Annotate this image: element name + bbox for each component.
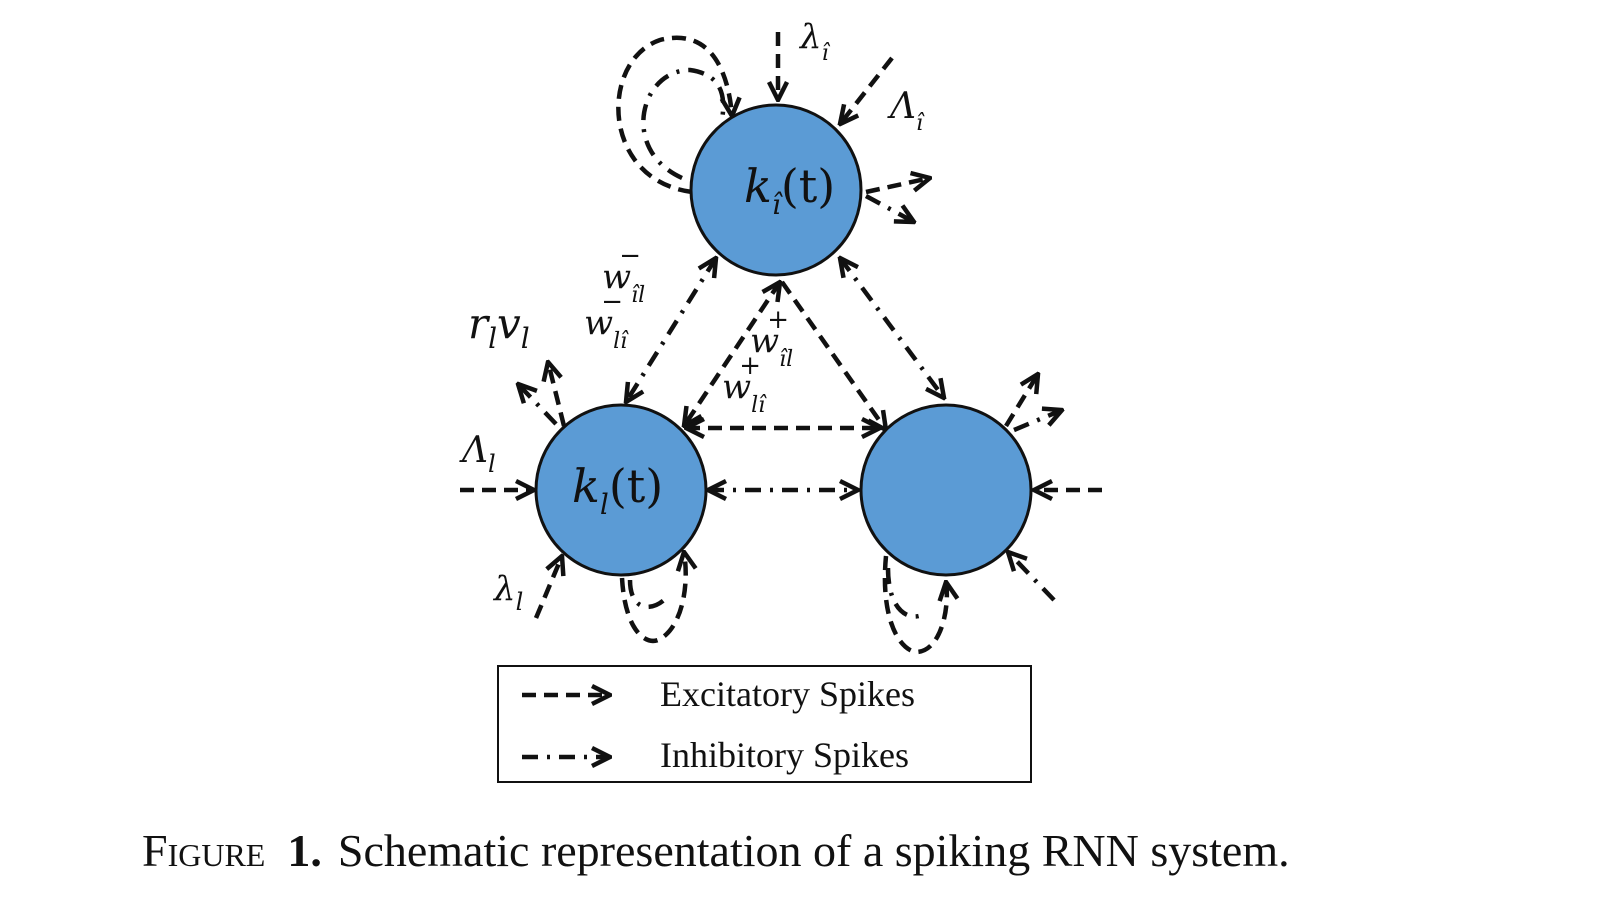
left-self-loop-excitatory (619, 552, 686, 644)
caption-number: 1. (287, 825, 322, 876)
left-output-excitatory (548, 362, 567, 427)
right-self-loop-excitatory (882, 555, 947, 655)
left-node-label: kl(t) (572, 459, 663, 521)
edge-top-right-inhibitory (840, 258, 944, 398)
w-plus-l-hat-label: wlî+ (722, 351, 767, 418)
Lambda-hat-label: Λî (887, 86, 925, 136)
top-self-loop-inhibitory (641, 67, 726, 181)
w-minus-hat-l-label: wîl− (602, 241, 645, 308)
left-self-loop-inhibitory (627, 579, 666, 610)
Lambda-l-label: Λl (459, 430, 496, 478)
top-neuron-node (689, 103, 863, 277)
right-self-loop-inhibitory (885, 567, 926, 619)
figure-caption: Figure 1. Schematic representation of a sp… (142, 825, 1290, 876)
right-output-excitatory (1004, 374, 1038, 428)
caption-text: Schematic representation of a spiking RN… (338, 825, 1290, 876)
legend-box (497, 665, 1032, 783)
lambda-hat-label: λî (798, 17, 831, 66)
edge-top-left-excitatory (684, 282, 780, 426)
right-neuron-node (859, 403, 1033, 577)
top-node-label: kî(t) (744, 159, 835, 221)
caption-prefix: Figure (142, 825, 265, 876)
w-minus-l-hat-label: wlî− (584, 287, 629, 354)
edge-top-left-inhibitory (626, 258, 716, 402)
left-neuron-node (534, 403, 708, 577)
legend: Excitatory Spikes Inhibitory Spikes (497, 665, 1032, 783)
right-output-inhibitory (1013, 410, 1062, 433)
lambda-l-label: λl (492, 569, 523, 616)
left-lambda-input (533, 556, 562, 619)
legend-excitatory-label: Excitatory Spikes (660, 674, 915, 714)
top-output-inhibitory (864, 194, 914, 222)
left-output-inhibitory (518, 384, 558, 426)
top-output-excitatory (865, 178, 930, 195)
edge-top-right-excitatory (780, 280, 886, 430)
top-Lambda-input (840, 56, 894, 124)
top-self-loop-excitatory (616, 35, 732, 195)
r-v-label: rlvl (468, 299, 530, 355)
legend-inhibitory-label: Inhibitory Spikes (660, 735, 909, 775)
w-plus-hat-l-label: wîl+ (750, 305, 793, 372)
right-lambda-input (1008, 552, 1056, 602)
